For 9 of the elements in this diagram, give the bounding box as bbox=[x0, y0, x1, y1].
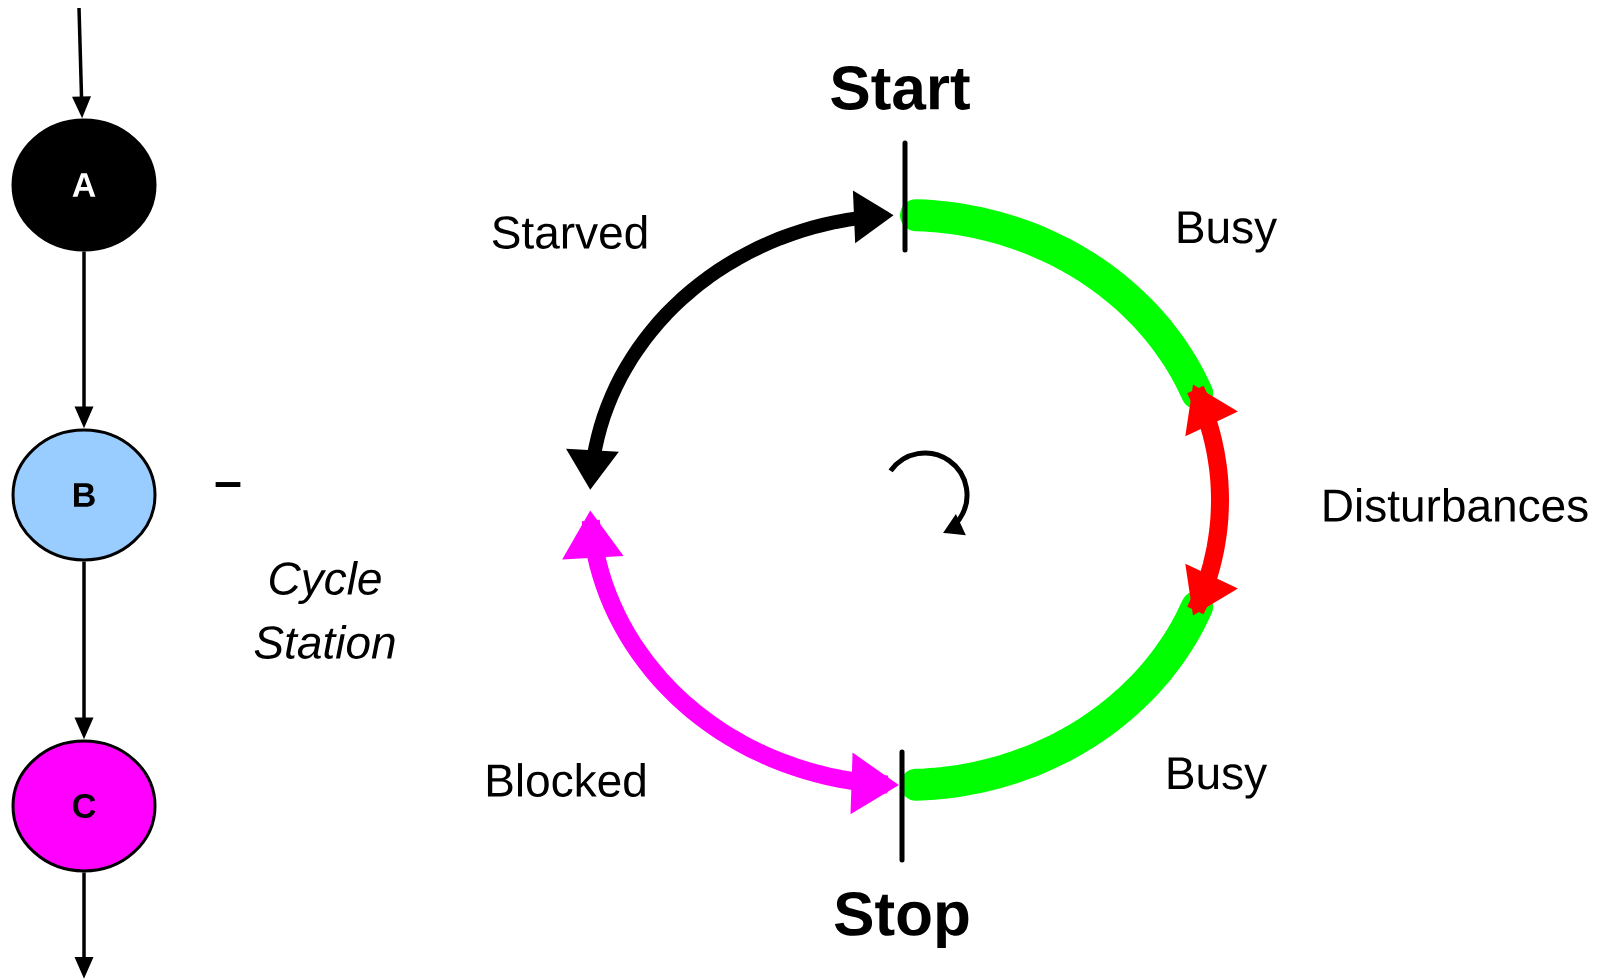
start-label: Start bbox=[831, 66, 970, 110]
stop-label: Stop bbox=[834, 891, 969, 949]
state-label: Busy bbox=[1178, 211, 1278, 253]
state-label: Blocked bbox=[487, 763, 645, 797]
state-label: Disturbances bbox=[1324, 488, 1588, 522]
state-label: Busy bbox=[1168, 757, 1268, 799]
station-label: Cycle Station bbox=[254, 561, 395, 659]
state-label: Starved bbox=[492, 215, 647, 249]
dash-text: – bbox=[215, 482, 241, 487]
